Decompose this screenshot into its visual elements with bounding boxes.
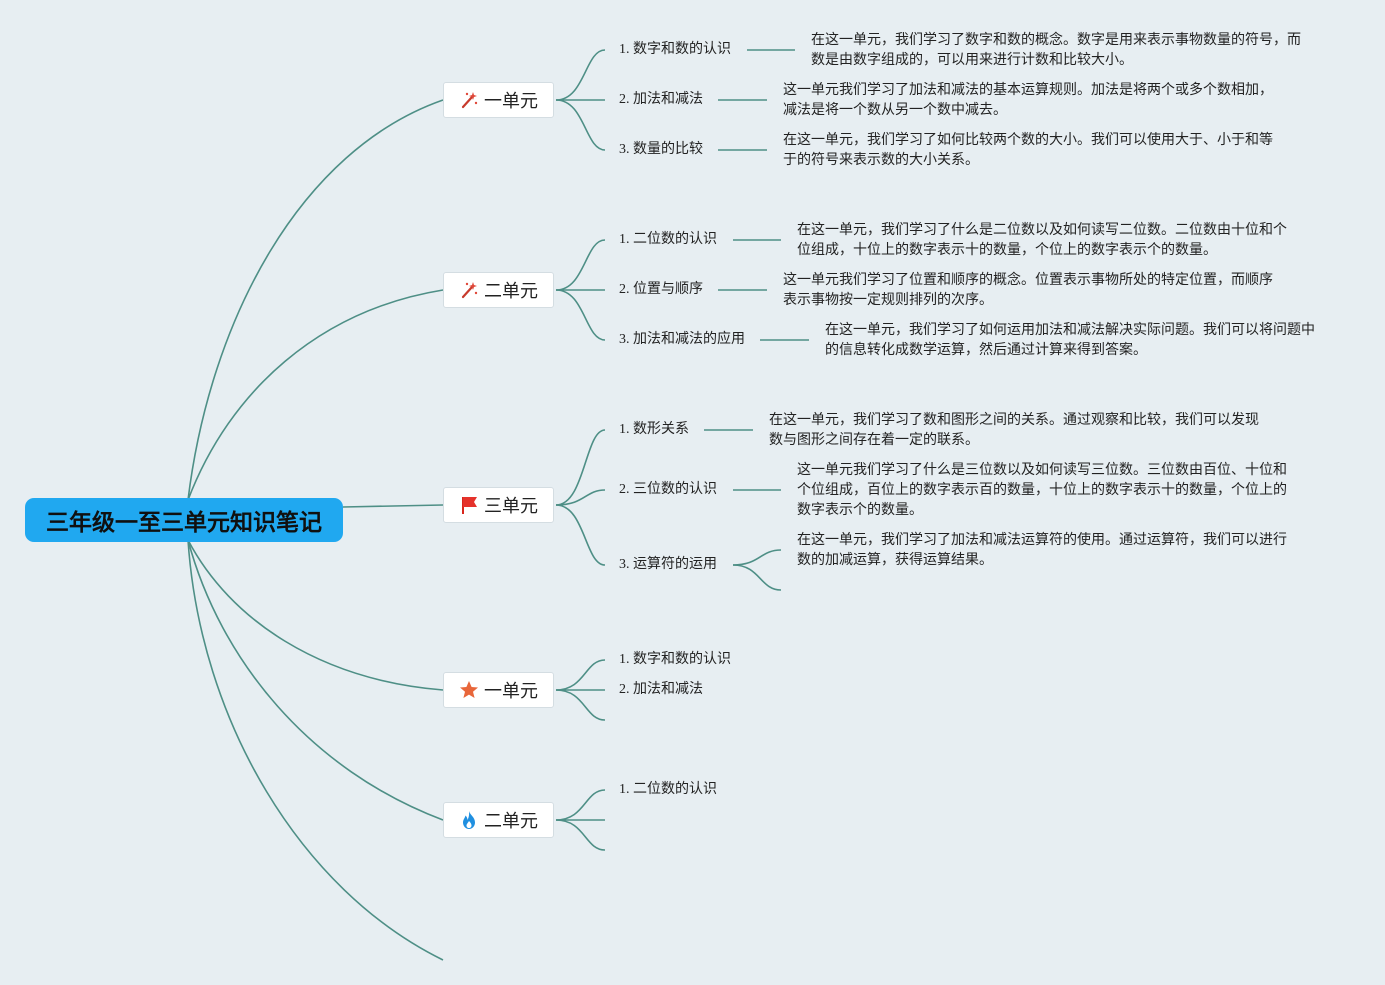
unit-node-3[interactable]: 三单元 <box>443 487 554 523</box>
unit-node-2-label: 二单元 <box>484 281 538 301</box>
magic-wand-icon <box>459 280 479 300</box>
topic-u2-t3[interactable]: 3. 加法和减法的应用 <box>619 332 745 347</box>
magic-wand-icon <box>459 90 479 110</box>
central-topic[interactable]: 三年级一至三单元知识笔记 <box>25 498 343 542</box>
unit-node-2[interactable]: 二单元 <box>443 272 554 308</box>
link-u3-t3-note-a <box>732 549 782 566</box>
link-root-extra <box>187 539 444 961</box>
link-u4-t1 <box>555 659 606 691</box>
topic-u3-t3[interactable]: 3. 运算符的运用 <box>619 557 717 572</box>
unit-node-1-label: 一单元 <box>484 91 538 111</box>
link-u4-t3 <box>555 689 606 721</box>
topic-u3-t2[interactable]: 2. 三位数的认识 <box>619 482 717 497</box>
topic-u5-t1[interactable]: 1. 二位数的认识 <box>619 782 717 797</box>
link-root-unit-1 <box>187 99 444 501</box>
topic-u4-t2[interactable]: 2. 加法和减法 <box>619 682 703 697</box>
note-u2-t2: 这一单元我们学习了位置和顺序的概念。位置表示事物所处的特定位置，而顺序表示事物按… <box>783 273 1273 308</box>
link-root-unit-2 <box>187 289 444 501</box>
unit-node-5-label: 二单元 <box>484 811 538 831</box>
topic-u3-t1[interactable]: 1. 数形关系 <box>619 422 689 437</box>
link-u2-t3 <box>555 289 606 341</box>
unit-node-4[interactable]: 一单元 <box>443 672 554 708</box>
topic-u2-t1[interactable]: 1. 二位数的认识 <box>619 232 717 247</box>
link-u3-t3 <box>555 504 606 566</box>
flame-icon <box>459 810 479 830</box>
topic-u4-t1[interactable]: 1. 数字和数的认识 <box>619 652 731 667</box>
note-u1-t3: 在这一单元，我们学习了如何比较两个数的大小。我们可以使用大于、小于和等于的符号来… <box>783 133 1273 168</box>
link-u3-t1 <box>555 429 606 506</box>
link-root-unit-3 <box>342 504 444 508</box>
unit-node-1[interactable]: 一单元 <box>443 82 554 118</box>
topic-u2-t2[interactable]: 2. 位置与顺序 <box>619 282 703 297</box>
central-topic-label: 三年级一至三单元知识笔记 <box>46 509 322 535</box>
link-u3-t3-note-b <box>732 564 782 591</box>
link-u3-t2 <box>555 489 606 506</box>
note-u2-t1: 在这一单元，我们学习了什么是二位数以及如何读写二位数。二位数由十位和个位组成，十… <box>797 223 1287 258</box>
link-u2-t1 <box>555 239 606 291</box>
star-icon <box>459 680 479 700</box>
topic-u1-t1[interactable]: 1. 数字和数的认识 <box>619 42 731 57</box>
topic-u1-t3[interactable]: 3. 数量的比较 <box>619 142 703 157</box>
red-flag-icon <box>459 495 479 515</box>
note-u3-t3: 在这一单元，我们学习了加法和减法运算符的使用。通过运算符，我们可以进行数的加减运… <box>797 533 1287 568</box>
note-u3-t2: 这一单元我们学习了什么是三位数以及如何读写三位数。三位数由百位、十位和个位组成，… <box>797 463 1287 518</box>
link-u1-t3 <box>555 99 606 151</box>
note-u3-t1: 在这一单元，我们学习了数和图形之间的关系。通过观察和比较，我们可以发现数与图形之… <box>769 413 1259 448</box>
note-u1-t2: 这一单元我们学习了加法和减法的基本运算规则。加法是将两个或多个数相加，减法是将一… <box>783 83 1273 118</box>
unit-node-5[interactable]: 二单元 <box>443 802 554 838</box>
link-root-unit-5 <box>187 539 444 821</box>
link-u1-t1 <box>555 49 606 101</box>
note-u1-t1: 在这一单元，我们学习了数字和数的概念。数字是用来表示事物数量的符号，而数是由数字… <box>811 33 1301 68</box>
link-u5-t3 <box>555 819 606 851</box>
link-root-unit-4 <box>187 539 444 691</box>
topic-u1-t2[interactable]: 2. 加法和减法 <box>619 92 703 107</box>
unit-node-3-label: 三单元 <box>484 496 538 516</box>
link-u5-t1 <box>555 789 606 821</box>
unit-node-4-label: 一单元 <box>484 681 538 701</box>
note-u2-t3: 在这一单元，我们学习了如何运用加法和减法解决实际问题。我们可以将问题中的信息转化… <box>825 323 1315 358</box>
